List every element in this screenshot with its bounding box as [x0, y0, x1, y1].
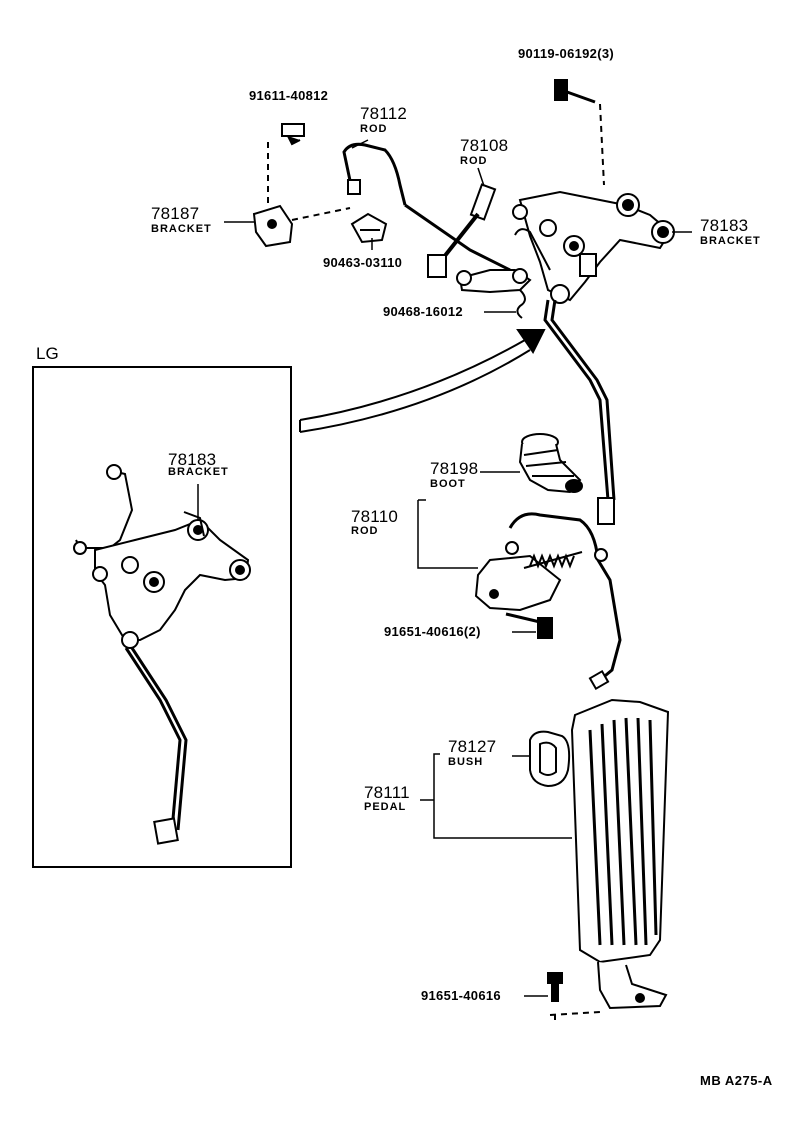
- label-rod-78110-number: 78110: [351, 507, 399, 526]
- leader-lines: [197, 139, 692, 997]
- label-diagram-reference: MB A275-A: [700, 1073, 773, 1088]
- label-rod-78112-number: 78112: [360, 104, 408, 123]
- bush-78127-drawing: [529, 730, 571, 788]
- label-bolt-91611: 91611-40812: [249, 88, 329, 103]
- label-bush-78127-number: 78127: [448, 737, 497, 756]
- rod-78112-drawing: [342, 142, 511, 272]
- label-bush-78127-name: BUSH: [448, 756, 484, 768]
- label-rod-78108-name: ROD: [460, 155, 488, 167]
- label-bracket-78183-name: BRACKET: [700, 235, 761, 247]
- label-rod-78112-name: ROD: [360, 123, 388, 135]
- label-inset-bracket-name: BRACKET: [168, 466, 229, 478]
- label-rod-78108-number: 78108: [460, 136, 509, 155]
- clip-90468-drawing: [516, 289, 526, 319]
- label-inset-bracket-number: 78183: [168, 450, 217, 469]
- label-bracket-78187-number: 78187: [151, 204, 200, 223]
- pedal-78111-drawing: [549, 698, 670, 1020]
- label-pedal-78111-number: 78111: [364, 783, 410, 802]
- bolt-91611-drawing: [267, 123, 305, 205]
- label-bolt-91651: 91651-40616: [421, 988, 501, 1003]
- bracket-78183-drawing: [456, 190, 675, 304]
- bolt-90119-drawing: [554, 79, 605, 186]
- rod-78108-drawing: [427, 183, 497, 278]
- label-inset-lg: LG: [36, 344, 59, 363]
- inset-arrow: [299, 329, 546, 433]
- rod-78110-drawing: [474, 512, 622, 691]
- bolt-91651-drawing: [547, 972, 563, 1002]
- bolt-91651-2-drawing: [505, 612, 553, 639]
- clip-90463-drawing: [350, 212, 388, 244]
- label-bracket-78183-number: 78183: [700, 216, 749, 235]
- label-boot-78198-name: BOOT: [430, 478, 466, 490]
- label-bolt-90119: 90119-06192(3): [518, 46, 614, 61]
- label-clip-90463: 90463-03110: [323, 255, 403, 270]
- label-rod-78110-name: ROD: [351, 525, 379, 537]
- accelerator-rod-drawing: [543, 299, 616, 525]
- label-boot-78198-number: 78198: [430, 459, 479, 478]
- lg-inset-frame: [32, 366, 292, 868]
- bracket-78187-drawing: [252, 204, 351, 248]
- inset-rod-drawing: [124, 647, 188, 845]
- label-clip-90468: 90468-16012: [383, 304, 463, 319]
- label-bracket-78187-name: BRACKET: [151, 223, 212, 235]
- label-pedal-78111-name: PEDAL: [364, 801, 407, 813]
- boot-78198-drawing: [518, 433, 583, 494]
- inset-bracket-drawing: [73, 464, 251, 649]
- label-bolt-91651-2: 91651-40616(2): [384, 624, 481, 639]
